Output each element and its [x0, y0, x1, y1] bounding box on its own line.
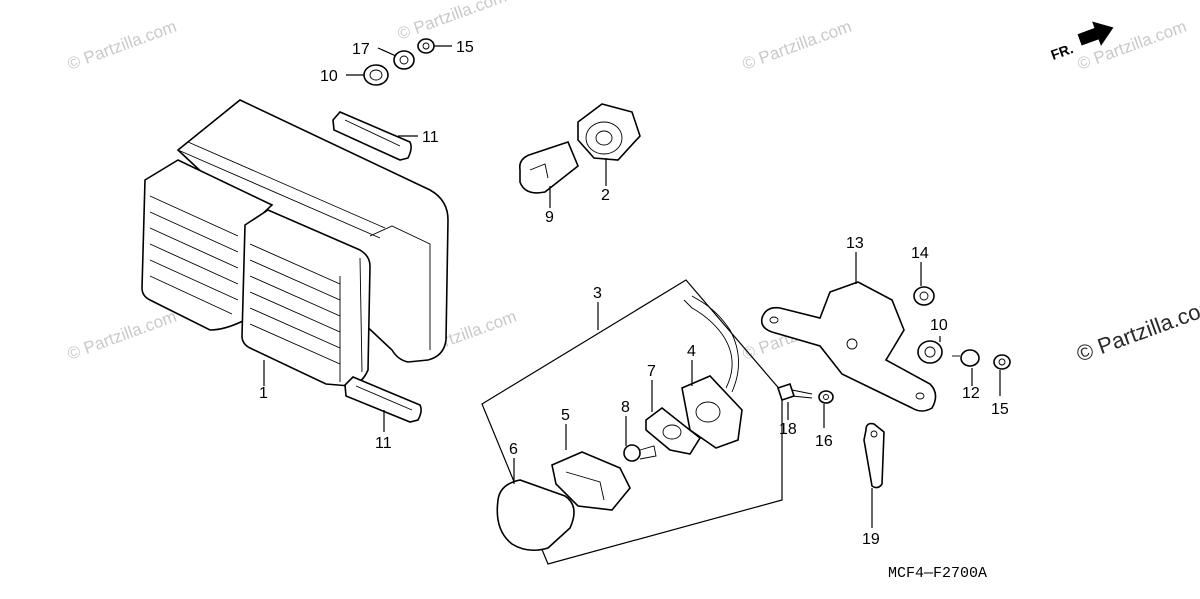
watermark-text: © Partzilla.com: [740, 17, 854, 74]
part-18-bolt[interactable]: [776, 382, 813, 402]
callout-10-upper: 10: [320, 68, 338, 85]
callout-14: 14: [911, 245, 929, 262]
arrow-right-icon: [1077, 21, 1114, 46]
callout-17: 17: [352, 41, 370, 58]
diagram-code: MCF4—F2700A: [888, 565, 987, 582]
callout-12: 12: [962, 385, 980, 402]
callout-15-upper: 15: [456, 39, 474, 56]
leader-lines: [263, 45, 1001, 528]
part-11-seal-lower[interactable]: [344, 376, 422, 423]
callout-5: 5: [561, 407, 570, 424]
part-14-grommet[interactable]: [913, 286, 935, 306]
callout-11-upper: 11: [422, 129, 439, 146]
callout-3: 3: [593, 285, 602, 302]
part-15-nut-lower[interactable]: [993, 354, 1011, 370]
callout-4: 4: [687, 343, 696, 360]
callout-7: 7: [647, 363, 656, 380]
part-10-grommet-lower[interactable]: [917, 340, 943, 364]
part-12-collar[interactable]: [952, 349, 980, 367]
callout-10-lower: 10: [930, 317, 948, 334]
part-8-bulb[interactable]: [623, 444, 657, 462]
watermark-corner: © Partzilla.com: [1073, 293, 1200, 367]
part-13-bracket[interactable]: [760, 281, 937, 412]
callout-13: 13: [846, 235, 864, 252]
callout-labels: 1 2 3 4 5 6 7 8 9 10 10 11 11 12 13 14 1…: [259, 39, 1009, 548]
callout-16: 16: [815, 433, 833, 450]
watermark-text: © Partzilla.com: [65, 307, 179, 364]
callout-19: 19: [862, 531, 880, 548]
callout-9: 9: [545, 209, 554, 226]
part-5-cover[interactable]: [551, 451, 631, 511]
callout-2: 2: [601, 187, 610, 204]
part-19-clamp[interactable]: [863, 422, 885, 489]
part-2-socket[interactable]: [577, 103, 641, 161]
part-16-washer[interactable]: [818, 390, 834, 404]
front-label: FR.: [1049, 40, 1076, 63]
part-15-nut-upper[interactable]: [417, 38, 435, 54]
part-6-lens[interactable]: [496, 479, 575, 552]
part-10-grommet-upper[interactable]: [363, 64, 389, 86]
callout-1: 1: [259, 385, 268, 402]
callout-6: 6: [509, 441, 518, 458]
part-4-light-base[interactable]: [681, 295, 743, 449]
callout-11-lower: 11: [375, 435, 392, 452]
callout-8: 8: [621, 399, 630, 416]
front-direction-indicator: FR.: [1049, 21, 1114, 63]
part-17-collar[interactable]: [393, 50, 415, 70]
part-7-gasket[interactable]: [645, 406, 702, 455]
watermark-text: © Partzilla.com: [1075, 17, 1189, 74]
watermark-text: © Partzilla.com: [395, 0, 509, 44]
watermark-text: © Partzilla.com: [65, 17, 179, 74]
part-11-seal-upper[interactable]: [332, 111, 412, 161]
callout-15-lower: 15: [991, 401, 1009, 418]
callout-18: 18: [779, 421, 797, 438]
part-9-bulb[interactable]: [518, 141, 579, 194]
